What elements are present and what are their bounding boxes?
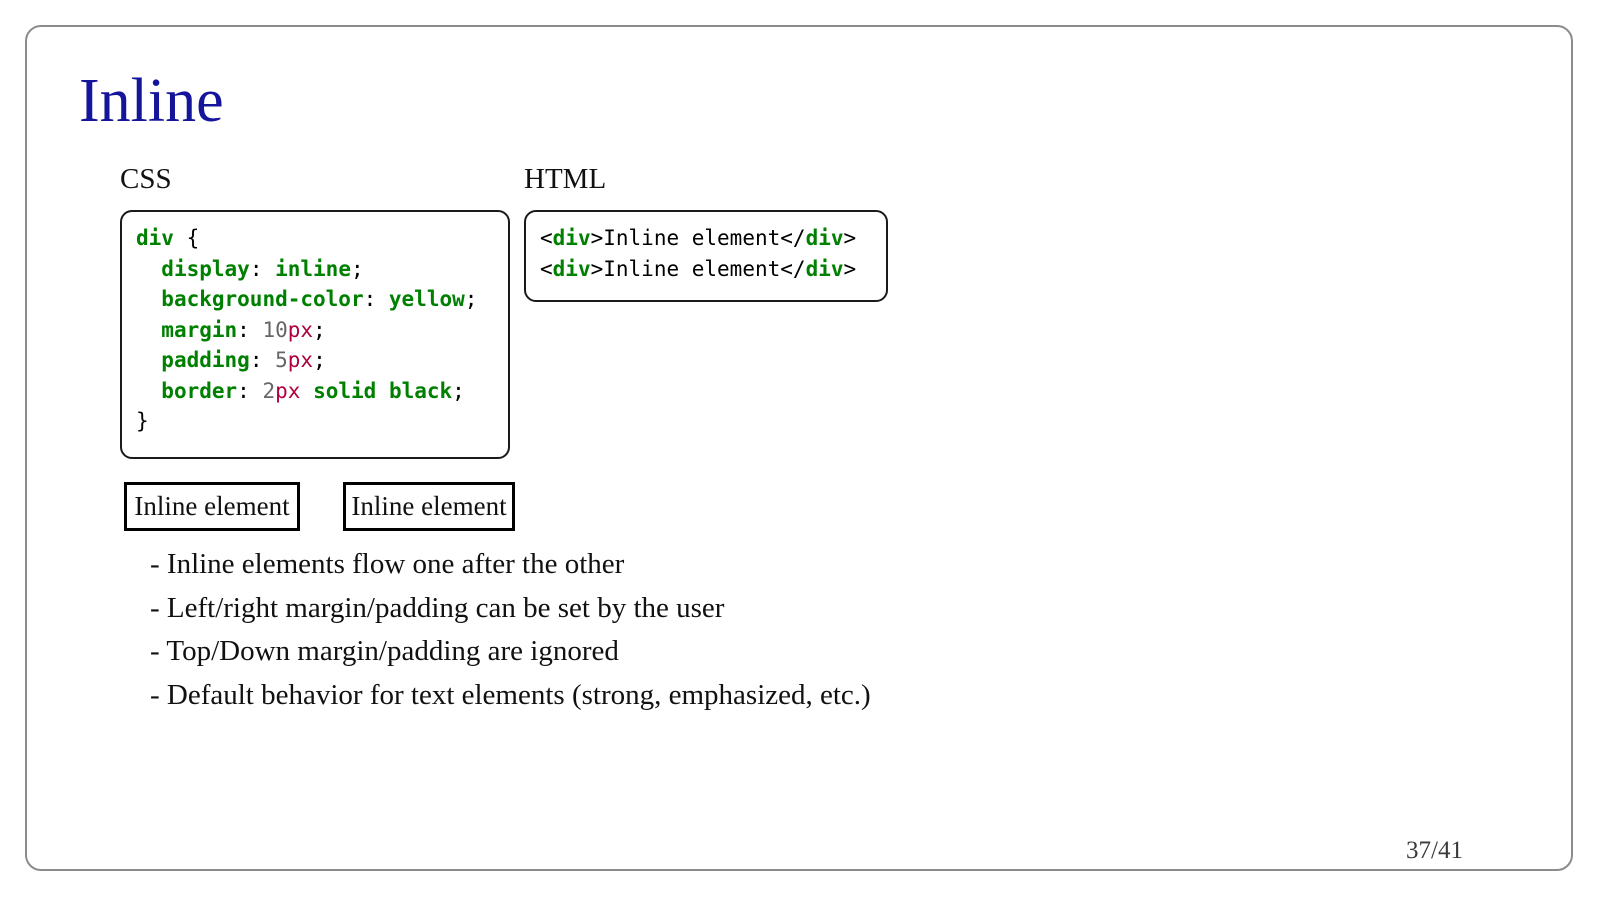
code-line: } (136, 409, 149, 433)
code-line: background-color: yellow; (161, 287, 478, 311)
notes-list: - Inline elements flow one after the oth… (150, 543, 871, 717)
css-code-block: div { display: inline; background-color:… (120, 210, 510, 459)
note-line: - Top/Down margin/padding are ignored (150, 635, 619, 667)
html-panel-label: HTML (524, 163, 607, 195)
rendered-inline-element-1: Inline element (124, 482, 300, 531)
page-number: 37/41 (1406, 837, 1463, 864)
slide-title: Inline (79, 67, 224, 135)
note-line: - Default behavior for text elements (st… (150, 678, 871, 711)
code-line: padding: 5px; (161, 348, 326, 372)
code-line: display: inline; (161, 256, 364, 281)
rendered-inline-element-2: Inline element (343, 482, 515, 531)
code-line: <div>Inline element</div> (540, 226, 857, 250)
note-line: - Left/right margin/padding can be set b… (150, 591, 725, 624)
code-line: border: 2px solid black; (161, 378, 465, 403)
html-code-block: <div>Inline element</div> <div>Inline ele… (524, 210, 888, 302)
slide-container: Inline CSS HTML div { display: inline; b… (25, 25, 1573, 871)
note-line: - Inline elements flow one after the oth… (150, 548, 625, 580)
css-panel-label: CSS (120, 163, 172, 195)
code-line: div { (136, 226, 200, 250)
code-line: <div>Inline element</div> (540, 256, 857, 281)
code-line: margin: 10px; (161, 317, 326, 342)
